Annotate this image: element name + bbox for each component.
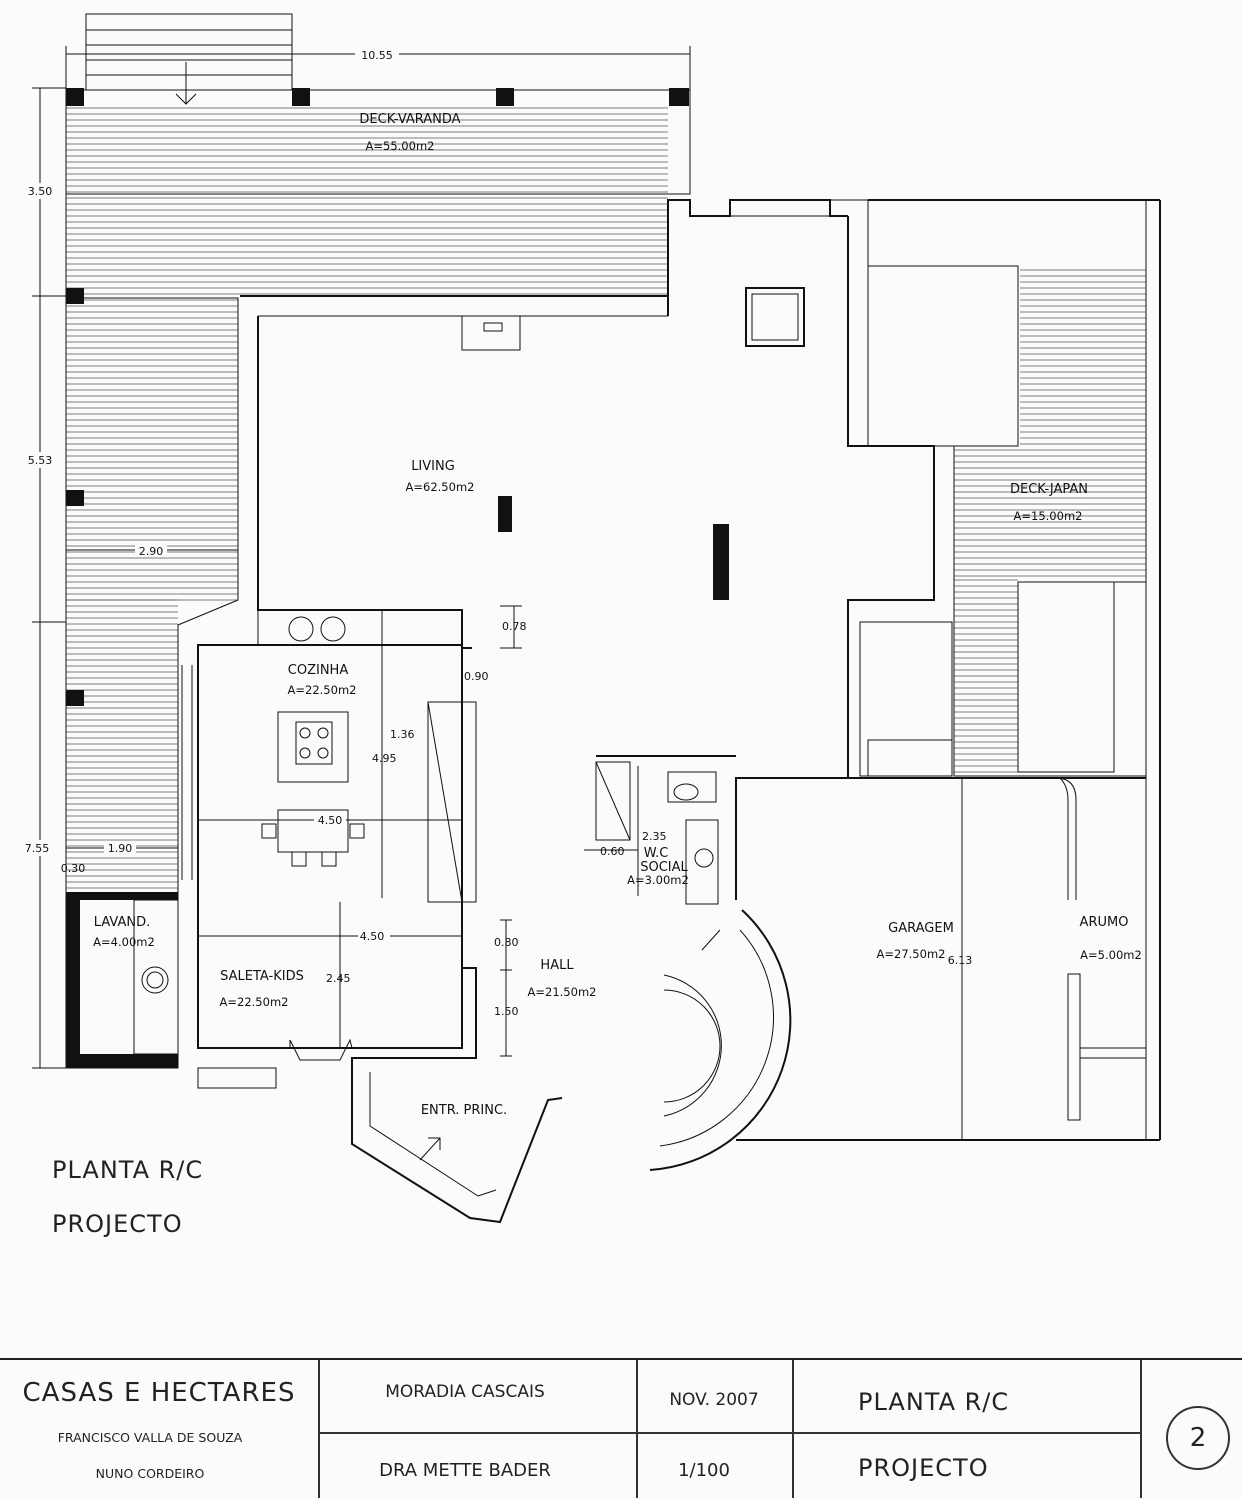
toilet-icon bbox=[667, 771, 717, 803]
sink-icon bbox=[320, 616, 346, 642]
drawing-scale: 1/100 bbox=[678, 1460, 730, 1481]
area-deck-japan: A=15.00m2 bbox=[1014, 509, 1083, 523]
plan-title: PLANTA R/C bbox=[52, 1156, 203, 1184]
skylight bbox=[745, 287, 805, 347]
kitchen-cabinet bbox=[427, 701, 477, 903]
dim-wc-2: 0.60 bbox=[600, 845, 625, 858]
column bbox=[292, 88, 310, 106]
column bbox=[498, 496, 512, 532]
room-entrada: ENTR. PRINC. bbox=[421, 1103, 507, 1118]
stair-arrow-icon bbox=[701, 929, 721, 951]
deck-japan-hatch bbox=[954, 269, 1146, 773]
wc-sink-icon bbox=[694, 848, 714, 868]
area-garagem: A=27.50m2 bbox=[877, 947, 946, 961]
dim-top-width: 10.55 bbox=[361, 49, 393, 62]
area-deck-varanda: A=55.00m2 bbox=[366, 139, 435, 153]
dim-kitchen-depth: 4.95 bbox=[372, 752, 397, 765]
sheet-subtitle: PROJECTO bbox=[858, 1454, 989, 1482]
column bbox=[66, 490, 84, 506]
room-wc-social: SOCIAL bbox=[640, 860, 688, 875]
dim-left-3: 7.55 bbox=[25, 842, 50, 855]
lavandaria-wall bbox=[66, 892, 178, 1068]
column bbox=[713, 524, 729, 600]
area-living: A=62.50m2 bbox=[406, 480, 475, 494]
dim-kitchen-width: 4.50 bbox=[318, 814, 343, 827]
dim-lavand-wall: 0.30 bbox=[61, 862, 86, 875]
deck-left-hatch bbox=[66, 299, 238, 889]
room-cozinha: COZINHA bbox=[288, 663, 349, 678]
room-deck-varanda: DECK-VARANDA bbox=[359, 112, 460, 127]
author-1: FRANCISCO VALLA DE SOUZA bbox=[57, 1430, 243, 1445]
column bbox=[66, 288, 84, 304]
dim-left-1: 3.50 bbox=[28, 185, 53, 198]
laundry-sink-icon bbox=[141, 966, 169, 994]
room-hall: HALL bbox=[540, 958, 574, 973]
dim-deck-width: 2.90 bbox=[139, 545, 164, 558]
kitchen-island bbox=[277, 711, 349, 783]
dining-table bbox=[277, 809, 349, 853]
room-garagem: GARAGEM bbox=[888, 921, 954, 936]
fireplace bbox=[461, 315, 521, 351]
company-name: CASAS E HECTARES bbox=[22, 1378, 296, 1408]
sheet-title: PLANTA R/C bbox=[858, 1388, 1010, 1416]
dim-kitchen-d2: 0.90 bbox=[464, 670, 489, 683]
kitchen-outline bbox=[197, 644, 463, 1049]
sink-icon bbox=[288, 616, 314, 642]
column bbox=[66, 88, 84, 106]
plan-subtitle: PROJECTO bbox=[52, 1210, 183, 1238]
room-lavand: LAVAND. bbox=[94, 915, 150, 930]
area-lavand: A=4.00m2 bbox=[93, 935, 155, 949]
project-name: MORADIA CASCAIS bbox=[385, 1382, 545, 1402]
entrance-arrow-icon bbox=[419, 1137, 441, 1161]
dim-lavand-width: 1.90 bbox=[108, 842, 133, 855]
deck-varanda-hatch bbox=[66, 107, 668, 295]
room-wc: W.C bbox=[644, 846, 669, 861]
dim-hall-1: 0.80 bbox=[494, 936, 519, 949]
dim-hall-2: 1.50 bbox=[494, 1005, 519, 1018]
dim-garage-depth: 6.13 bbox=[948, 954, 973, 967]
dim-wc-1: 2.35 bbox=[642, 830, 667, 843]
dim-left-2: 5.53 bbox=[28, 454, 53, 467]
column bbox=[66, 690, 84, 706]
wc-sink-counter bbox=[685, 819, 719, 905]
window bbox=[197, 1067, 277, 1089]
title-block: CASAS E HECTARES FRANCISCO VALLA DE SOUZ… bbox=[0, 1358, 1242, 1498]
spiral-staircase bbox=[649, 909, 792, 1171]
area-cozinha: A=22.50m2 bbox=[288, 683, 357, 697]
room-deck-japan: DECK-JAPAN bbox=[1010, 482, 1088, 497]
area-wc: A=3.00m2 bbox=[627, 873, 689, 887]
floor-plan: 10.55 3.50 5.53 7.55 2.90 1.90 0.30 bbox=[24, 13, 1161, 1238]
dim-island: 1.36 bbox=[390, 728, 415, 741]
dim-kitchen-d1: 0.78 bbox=[502, 620, 527, 633]
area-hall: A=21.50m2 bbox=[528, 985, 597, 999]
entry-steps bbox=[85, 13, 293, 91]
shower bbox=[595, 761, 631, 841]
column bbox=[496, 88, 514, 106]
dim-saleta-width: 4.50 bbox=[360, 930, 385, 943]
laundry-counter bbox=[133, 899, 179, 1055]
cooktop-counter bbox=[257, 609, 463, 646]
room-saleta: SALETA-KIDS bbox=[220, 969, 304, 984]
room-arumo: ARUMO bbox=[1080, 915, 1129, 930]
japan-room bbox=[867, 265, 1019, 447]
column bbox=[669, 88, 689, 106]
sheet-number: 2 bbox=[1166, 1406, 1230, 1470]
area-saleta: A=22.50m2 bbox=[220, 995, 289, 1009]
author-2: NUNO CORDEIRO bbox=[95, 1466, 205, 1481]
deck-varanda bbox=[65, 89, 691, 195]
dim-saleta-depth: 2.45 bbox=[326, 972, 351, 985]
area-arumo: A=5.00m2 bbox=[1080, 948, 1142, 962]
drawing-date: NOV. 2007 bbox=[669, 1390, 759, 1410]
room-living: LIVING bbox=[411, 459, 455, 474]
client-name: DRA METTE BADER bbox=[379, 1460, 551, 1481]
